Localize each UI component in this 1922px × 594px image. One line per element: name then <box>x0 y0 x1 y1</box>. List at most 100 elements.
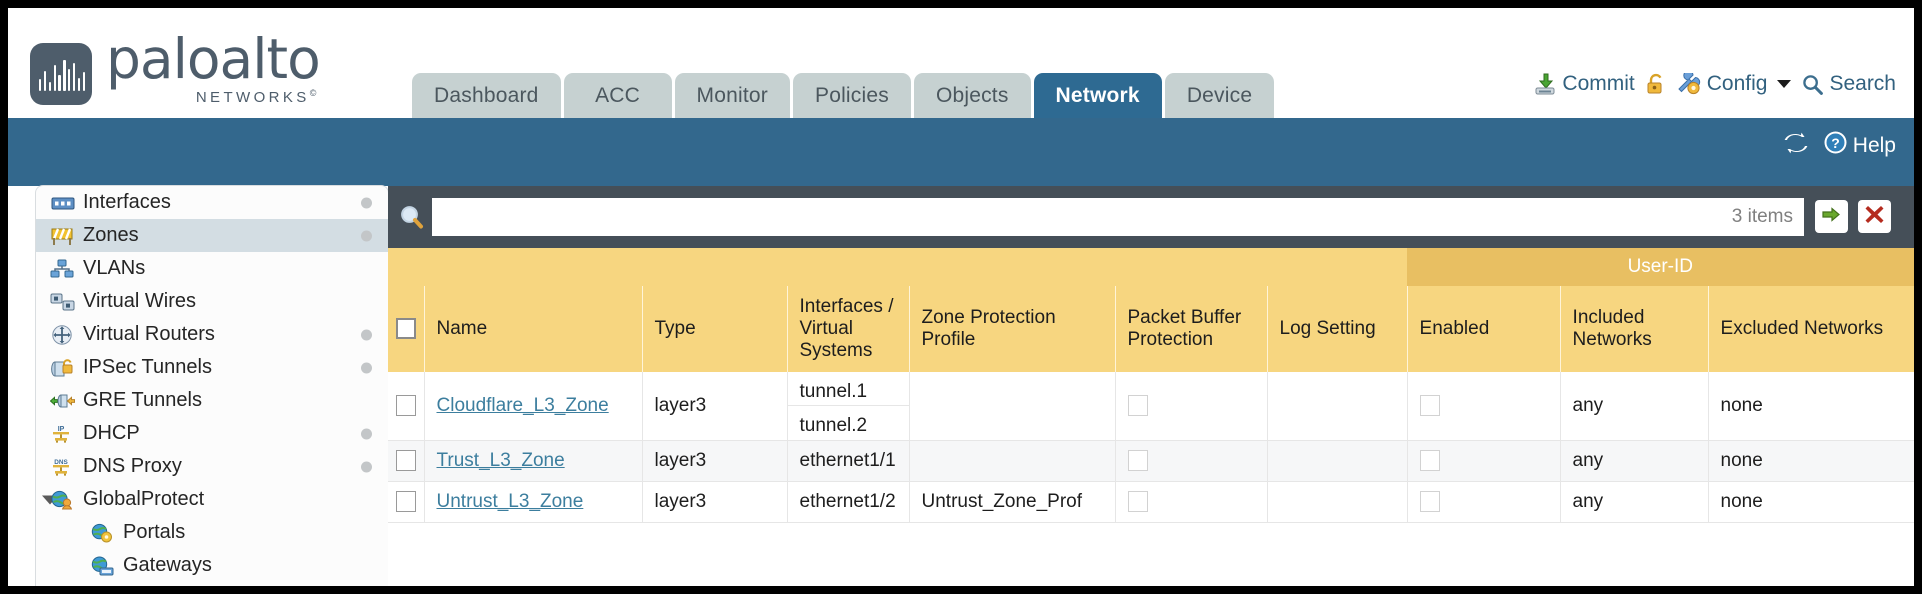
search-button[interactable]: Search <box>1802 72 1896 96</box>
select-all-header <box>388 286 425 372</box>
cell-userid-enabled <box>1407 372 1561 441</box>
cell-included-networks: any <box>1560 372 1709 441</box>
packet-buffer-protection-checkbox[interactable] <box>1127 450 1148 472</box>
interface-entry: tunnel.1 <box>787 372 909 406</box>
config-lock-button[interactable] <box>1646 73 1666 95</box>
status-dot <box>361 230 372 241</box>
padlock-icon <box>1646 73 1666 95</box>
chevron-down-icon[interactable] <box>42 495 58 504</box>
sidebar-item-vlans[interactable]: VLANs <box>36 252 388 285</box>
cell-zone-protection-profile: Untrust_Zone_Prof <box>909 481 1116 523</box>
col-packet-buffer-protection[interactable]: Packet Buffer Protection <box>1115 286 1268 372</box>
select-all-checkbox[interactable] <box>395 318 416 340</box>
refresh-button[interactable] <box>1783 131 1809 161</box>
brand-name: paloalto <box>106 27 321 91</box>
sidebar-item-zones[interactable]: Zones <box>36 219 388 252</box>
cell-packet-buffer-protection <box>1115 440 1268 482</box>
cell-included-networks: any <box>1560 481 1709 523</box>
col-name[interactable]: Name <box>424 286 643 372</box>
brand-subtitle: NETWORKS© <box>195 88 320 106</box>
chevron-down-icon <box>1777 80 1792 88</box>
row-checkbox[interactable] <box>395 491 416 513</box>
zones-main-panel: 3 items <box>388 186 1914 586</box>
sidebar-item-ipsec-tunnels[interactable]: IPSec Tunnels <box>36 351 388 384</box>
cell-interfaces: ethernet1/2 <box>787 481 910 523</box>
commit-button[interactable]: Commit <box>1534 72 1635 96</box>
userid-enabled-checkbox[interactable] <box>1419 450 1440 472</box>
tab-dashboard[interactable]: Dashboard <box>412 73 561 118</box>
col-excluded-networks[interactable]: Excluded Networks <box>1708 286 1914 372</box>
help-label: Help <box>1852 133 1896 157</box>
userid-enabled-checkbox[interactable] <box>1419 491 1440 513</box>
config-gear-wrench-icon <box>1677 70 1701 95</box>
sidebar-label: IPSec Tunnels <box>83 356 212 378</box>
col-included-networks[interactable]: Included Networks <box>1560 286 1709 372</box>
config-label: Config <box>1706 72 1768 95</box>
network-sidebar-tree: Interfaces Zones VLANs Virtual Wires <box>36 186 388 586</box>
zone-name-link[interactable]: Untrust_L3_Zone <box>436 491 584 512</box>
sidebar-item-portals[interactable]: Portals <box>36 516 388 549</box>
tab-objects[interactable]: Objects <box>913 73 1031 118</box>
cell-included-networks: any <box>1560 440 1709 482</box>
sidebar-item-gre-tunnels[interactable]: GRE Tunnels <box>36 384 388 417</box>
cell-name: Cloudflare_L3_Zone <box>424 372 643 441</box>
commit-download-icon <box>1534 73 1556 95</box>
refresh-icon <box>1783 131 1809 161</box>
tab-network[interactable]: Network <box>1033 73 1162 118</box>
clear-filter-button[interactable] <box>1858 200 1891 233</box>
zone-name-link[interactable]: Cloudflare_L3_Zone <box>436 395 609 416</box>
sidebar-item-virtual-routers[interactable]: Virtual Routers <box>36 318 388 351</box>
col-log-setting[interactable]: Log Setting <box>1267 286 1408 372</box>
cell-zone-protection-profile <box>909 440 1116 482</box>
group-header-spacer <box>388 248 1408 286</box>
sidebar-item-dns-proxy[interactable]: DNS DNS Proxy <box>36 450 388 483</box>
cell-name: Untrust_L3_Zone <box>424 481 643 523</box>
sidebar-item-gateways[interactable]: Gateways <box>36 549 388 582</box>
zone-name-link[interactable]: Trust_L3_Zone <box>436 450 565 471</box>
sidebar-item-dhcp[interactable]: IP DHCP <box>36 417 388 450</box>
sidebar-item-virtual-wires[interactable]: Virtual Wires <box>36 285 388 318</box>
tab-device[interactable]: Device <box>1164 73 1275 118</box>
cell-interfaces: tunnel.1 tunnel.2 <box>787 372 910 441</box>
filter-input[interactable] <box>433 199 1683 235</box>
cell-excluded-networks: none <box>1708 440 1914 482</box>
col-interfaces-virtual-systems[interactable]: Interfaces / Virtual Systems <box>787 286 910 372</box>
zones-table: User-ID Name Type Interfaces / Virtual S… <box>388 248 1914 586</box>
svg-text:DNS: DNS <box>54 459 68 466</box>
table-row[interactable]: Trust_L3_Zone layer3 ethernet1/1 any <box>388 440 1914 482</box>
tab-acc[interactable]: ACC <box>563 73 672 118</box>
sidebar-label: Portals <box>123 521 186 543</box>
zones-icon <box>50 225 76 247</box>
col-userid-enabled[interactable]: Enabled <box>1407 286 1561 372</box>
col-zone-protection-profile[interactable]: Zone Protection Profile <box>909 286 1116 372</box>
sidebar-item-interfaces[interactable]: Interfaces <box>36 186 388 219</box>
tab-monitor[interactable]: Monitor <box>674 73 790 118</box>
help-question-icon: ? <box>1823 130 1848 161</box>
group-header-userid: User-ID <box>1407 248 1914 286</box>
vlans-icon <box>50 258 76 280</box>
cell-log-setting <box>1267 372 1408 441</box>
config-menu-button[interactable]: Config <box>1677 70 1792 96</box>
row-checkbox[interactable] <box>395 450 416 472</box>
globalprotect-icon <box>50 489 76 511</box>
packet-buffer-protection-checkbox[interactable] <box>1127 491 1148 513</box>
help-button[interactable]: ? Help <box>1823 130 1896 161</box>
userid-enabled-checkbox[interactable] <box>1419 395 1440 417</box>
row-checkbox[interactable] <box>395 395 416 417</box>
table-row[interactable]: Untrust_L3_Zone layer3 ethernet1/2 Untru… <box>388 481 1914 523</box>
row-select-cell <box>388 372 425 441</box>
packet-buffer-protection-checkbox[interactable] <box>1127 395 1148 417</box>
tab-policies[interactable]: Policies <box>792 73 911 118</box>
apply-filter-button[interactable] <box>1815 200 1848 233</box>
sidebar-item-globalprotect[interactable]: GlobalProtect <box>36 483 388 516</box>
status-dot <box>361 461 372 472</box>
cell-type: layer3 <box>642 372 788 441</box>
table-header-row: Name Type Interfaces / Virtual Systems Z… <box>388 286 1914 372</box>
cell-type: layer3 <box>642 481 788 523</box>
magnifier-icon <box>399 204 425 230</box>
sidebar-label: VLANs <box>83 257 146 279</box>
interface-entry: tunnel.2 <box>799 415 868 436</box>
col-type[interactable]: Type <box>642 286 788 372</box>
portals-icon <box>90 522 116 544</box>
cell-log-setting <box>1267 481 1408 523</box>
